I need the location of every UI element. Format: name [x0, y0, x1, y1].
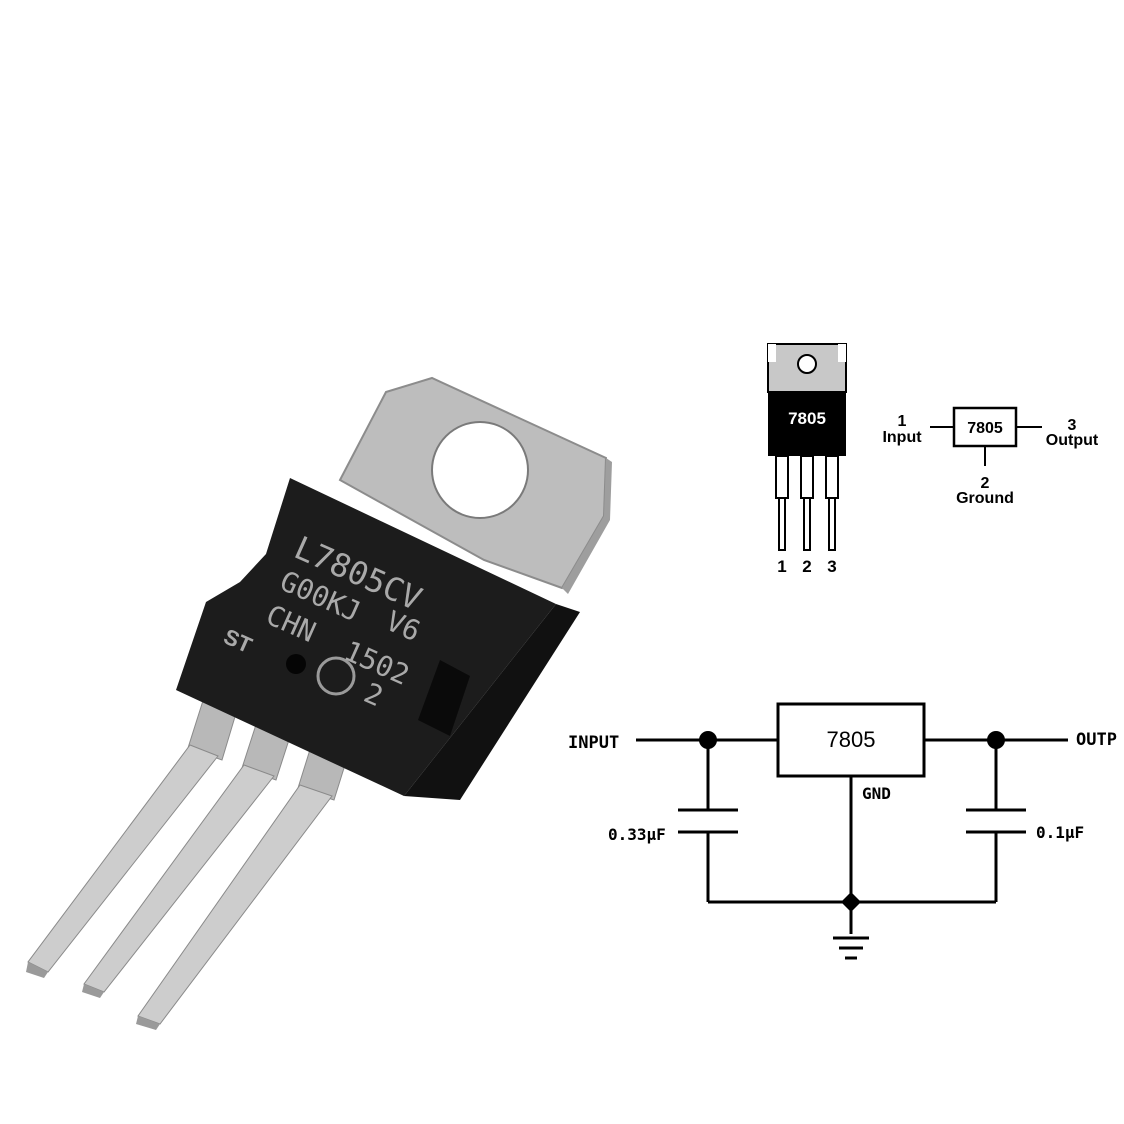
pin1-marker-circle — [316, 656, 356, 696]
photo-metal-tab — [338, 376, 612, 594]
output-capacitor-label: 0.1μF — [1036, 823, 1084, 842]
schematic-labels: INPUT OUTP 7805 GND 0.33μF 0.1μF — [568, 727, 1117, 844]
symbol-pin2-name: Ground — [956, 490, 1014, 507]
junction-input — [699, 731, 717, 749]
input-capacitor-label: 0.33μF — [608, 825, 666, 844]
junction-output — [987, 731, 1005, 749]
package-leads — [775, 455, 839, 551]
body-dimple — [286, 654, 306, 674]
gnd-label: GND — [862, 784, 891, 803]
package-pin-number-3: 3 — [827, 557, 836, 576]
symbol-pinout: 7805 1 Input 3 Output 2 Ground — [882, 406, 1099, 507]
input-label: INPUT — [568, 733, 619, 753]
symbol-pin1-number: 1 — [898, 413, 907, 430]
package-body — [768, 392, 846, 456]
schematic-junctions — [699, 731, 1005, 912]
symbol-pin2-number: 2 — [981, 475, 990, 492]
photo-body — [176, 478, 580, 800]
package-lead-2 — [800, 455, 814, 499]
output-label: OUTP — [1076, 730, 1117, 750]
application-schematic — [636, 702, 1068, 960]
package-lead-3 — [825, 455, 839, 499]
symbol-chip-label: 7805 — [967, 420, 1003, 437]
package-pin-number-1: 1 — [777, 557, 786, 576]
symbol-pin3-name: Output — [1046, 432, 1099, 449]
package-mounting-hole — [797, 354, 817, 374]
photo-leads — [26, 687, 355, 1030]
package-lead-1 — [775, 455, 789, 499]
package-pinout: 7805 1 2 3 — [767, 343, 847, 576]
symbol-pin1-name: Input — [882, 429, 922, 446]
schematic-chip-box — [776, 702, 926, 778]
mounting-hole — [431, 421, 529, 519]
junction-ground — [841, 892, 861, 912]
package-chip-label: 7805 — [788, 409, 826, 428]
symbol-pin3-number: 3 — [1068, 417, 1077, 434]
regulator-photo: L7805CV G00KJ V6 CHN 1502 2 ST — [26, 376, 612, 1030]
schematic-chip-label: 7805 — [827, 727, 876, 752]
package-pin-number-2: 2 — [802, 557, 811, 576]
ground-symbol — [833, 936, 869, 960]
